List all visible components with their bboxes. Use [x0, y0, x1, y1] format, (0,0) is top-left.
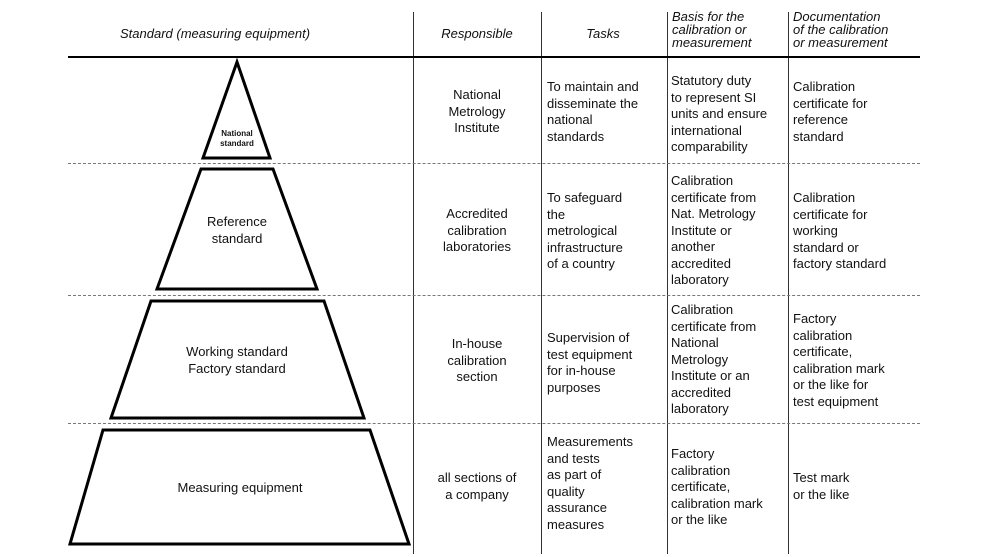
column-divider: [413, 12, 414, 554]
row4-documentation: Test mark or the like: [793, 470, 850, 502]
header-responsible: Responsible: [441, 26, 513, 41]
row1-responsible: National Metrology Institute: [448, 87, 506, 135]
row1-documentation: Calibration certificate for reference st…: [793, 79, 868, 144]
row3-responsible: In-house calibration section: [447, 336, 507, 384]
pyramid-tier-reference: [154, 167, 320, 291]
row4-basis: Factory calibration certificate, calibra…: [671, 446, 763, 527]
row4-tasks: Measurements and tests as part of qualit…: [547, 434, 633, 532]
row2-basis: Calibration certificate from Nat. Metrol…: [671, 173, 757, 287]
header-basis: Basis for the calibration or measurement: [672, 9, 752, 50]
row2-responsible: Accredited calibration laboratories: [443, 206, 511, 254]
pyramid-tier-working: [108, 299, 367, 420]
pyramid-label-working: Working standard Factory standard: [186, 344, 288, 376]
header-documentation: Documentation of the calibration or meas…: [793, 9, 889, 50]
pyramid-label-measuring: Measuring equipment: [177, 480, 303, 495]
header-rule: [68, 56, 920, 58]
row2-documentation: Calibration certificate for working stan…: [793, 190, 887, 271]
row3-basis: Calibration certificate from National Me…: [671, 302, 757, 416]
column-divider: [788, 12, 789, 554]
row2-tasks: To safeguard the metrological infrastruc…: [547, 190, 623, 271]
pyramid-label-national: National standard: [220, 129, 254, 148]
pyramid-label-reference: Reference standard: [207, 214, 267, 246]
column-divider: [667, 12, 668, 554]
row4-responsible: all sections of a company: [437, 470, 517, 502]
header-tasks: Tasks: [586, 26, 620, 41]
pyramid-tier-national: [200, 57, 273, 160]
row-separator: [68, 423, 920, 424]
pyramid-tier-measuring: [68, 428, 412, 546]
row3-documentation: Factory calibration certificate, calibra…: [793, 311, 885, 409]
row1-basis: Statutory duty to represent SI units and…: [671, 73, 768, 154]
column-divider: [541, 12, 542, 554]
row3-tasks: Supervision of test equipment for in-hou…: [547, 330, 633, 395]
header-standard: Standard (measuring equipment): [120, 26, 311, 41]
row-separator: [68, 295, 920, 296]
row1-tasks: To maintain and disseminate the national…: [547, 79, 639, 144]
row-separator: [68, 163, 920, 164]
